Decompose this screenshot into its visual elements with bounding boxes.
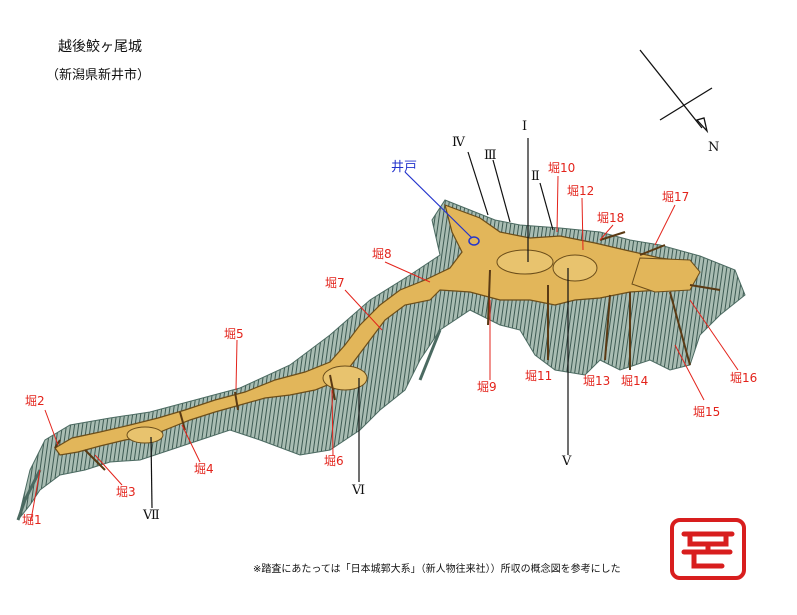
moat-label: 堀6 [324, 454, 344, 468]
map-title: 越後鮫ヶ尾城 [58, 39, 142, 55]
bailey-one [496, 249, 554, 275]
bailey-seven [126, 426, 164, 444]
bailey-label: Ⅶ [143, 508, 160, 523]
moat-label: 堀16 [730, 371, 758, 385]
moat-label: 堀8 [372, 247, 392, 261]
moat-label: 堀11 [525, 369, 553, 383]
bailey-leaders [150, 138, 569, 509]
bailey-six [322, 365, 368, 391]
bailey-label: Ⅳ [452, 135, 465, 150]
leader-lines [30, 175, 739, 521]
moat-label: 堀12 [567, 184, 595, 198]
moat-label: 堀14 [621, 374, 649, 388]
moat-label: 堀5 [224, 327, 244, 341]
moat-label: 堀13 [583, 374, 611, 388]
source-note: ※踏査にあたっては「日本城郭大系」（新人物往来社））所収の概念図を参考にした [253, 564, 621, 575]
map-subtitle: （新潟県新井市） [46, 68, 151, 83]
bailey-label: Ⅴ [562, 454, 572, 469]
moat-label: 堀1 [22, 513, 42, 527]
moat-label: 堀15 [693, 405, 721, 419]
moat-label: 堀2 [25, 394, 45, 408]
well-mark [468, 236, 480, 246]
moat-label: 堀17 [662, 190, 690, 204]
seal-stamp [670, 518, 746, 580]
bailey-label: Ⅵ [352, 483, 366, 498]
east-terrace [631, 257, 701, 293]
north-label: N [708, 140, 720, 155]
south-spur [418, 329, 442, 381]
moat-label: 堀9 [477, 380, 497, 394]
moat-label: 堀7 [325, 276, 345, 290]
bailey-label: Ⅰ [522, 119, 528, 134]
moat-label: 堀18 [597, 211, 625, 225]
bailey-two [552, 254, 598, 282]
west-foot [16, 469, 42, 521]
well-leader [404, 171, 473, 239]
bailey-label: Ⅲ [484, 148, 497, 163]
moat-label: 堀10 [548, 161, 576, 175]
well-label: 井戸 [391, 160, 418, 175]
north-arrow [639, 49, 713, 134]
moat-label: 堀3 [116, 485, 136, 499]
trench-lines [54, 231, 721, 471]
bailey-label: Ⅱ [531, 169, 540, 184]
moat-label: 堀4 [194, 462, 214, 476]
